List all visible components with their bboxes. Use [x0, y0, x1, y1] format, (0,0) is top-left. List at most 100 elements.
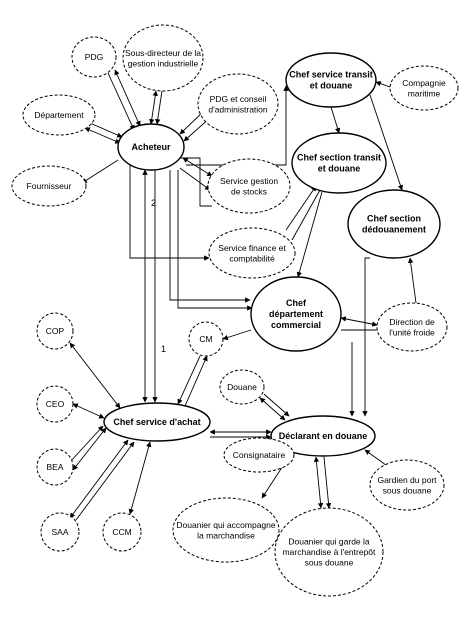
connector-arrow [222, 329, 252, 341]
node-ellipse [389, 65, 459, 111]
node-ellipse [22, 94, 96, 136]
node-label: dédouanement [362, 225, 426, 235]
connector-arrow [75, 441, 135, 521]
node-ellipse [172, 497, 280, 563]
node-douane: Douane [219, 369, 265, 405]
edges [69, 69, 417, 521]
node-label: Chef service d'achat [113, 417, 200, 427]
node-label: Déclarant en douane [279, 431, 368, 441]
node-consignataire: Consignataire [223, 437, 295, 473]
node-label: Acheteur [131, 142, 171, 152]
node-label: Direction de [389, 317, 435, 327]
connector-arrow [177, 355, 201, 405]
node-departement: Département [22, 94, 96, 136]
node-label: et douane [318, 164, 361, 174]
connector-arrow [177, 170, 253, 311]
connector-arrow [296, 191, 323, 278]
connector-arrow [69, 342, 121, 409]
node-direction-froide: Direction del'unité froide [376, 302, 448, 352]
node-ellipse [369, 459, 445, 511]
node-label: Département [34, 110, 84, 120]
connector-arrow [129, 164, 210, 261]
node-label: Service gestion [220, 176, 278, 186]
edge-labels: 2 1 [151, 198, 166, 354]
node-label: PDG [85, 52, 103, 62]
node-label: commercial [271, 320, 321, 330]
connector-arrow [81, 159, 119, 184]
node-label: Service finance et [218, 243, 286, 253]
edge-label-1: 1 [161, 344, 166, 354]
connector-arrow [89, 122, 123, 138]
node-label: maritime [408, 88, 441, 98]
connector-arrow [375, 81, 391, 88]
node-label: Fournisseur [27, 181, 72, 191]
node-label: gestion industrielle [128, 58, 199, 68]
node-ellipse [102, 512, 142, 552]
node-label: PDG et conseil [210, 94, 267, 104]
node-ellipse [188, 321, 224, 357]
node-label: Douanier qui accompagne [176, 520, 276, 530]
node-label: BEA [46, 462, 63, 472]
connector-arrow [362, 257, 370, 417]
node-label: Compagnie [402, 78, 446, 88]
node-ellipse [36, 448, 74, 486]
node-label: sous douane [383, 485, 432, 495]
connector-arrow [72, 427, 107, 471]
node-ellipse [103, 402, 211, 442]
node-label: CCM [112, 527, 131, 537]
node-cop: COP [36, 312, 74, 350]
connector-arrow [291, 189, 321, 241]
node-label: Consignataire [233, 450, 286, 460]
node-label: de stocks [231, 186, 267, 196]
node-ceo: CEO [36, 385, 74, 423]
node-label: l'unité froide [389, 327, 435, 337]
node-label: la marchandise [197, 530, 255, 540]
connector-arrow [69, 439, 129, 519]
connector-arrow [186, 85, 289, 166]
node-label: Gardien du port [377, 475, 437, 485]
node-ellipse [270, 415, 376, 457]
connector-arrow [168, 157, 212, 207]
node-label: Chef section [367, 214, 421, 224]
node-ellipse [117, 123, 185, 171]
node-label: comptabilité [229, 253, 275, 263]
connector-arrow [323, 456, 332, 509]
node-cm: CM [188, 321, 224, 357]
node-ellipse [197, 73, 279, 135]
connector-arrow [179, 167, 211, 191]
connector-arrow [263, 393, 290, 417]
node-declarant: Déclarant en douane [270, 415, 376, 457]
node-label: CEO [46, 399, 65, 409]
connector-arrow [313, 456, 324, 509]
connector-arrow [407, 257, 417, 304]
node-label: d'administration [208, 104, 268, 114]
node-ellipse [376, 302, 448, 352]
edge-label-2: 2 [151, 198, 156, 208]
node-ellipse [223, 437, 295, 473]
connector-arrow [128, 441, 152, 515]
node-ellipse [36, 385, 74, 423]
connector-arrow [285, 185, 317, 231]
node-label: Chef [286, 298, 307, 308]
connector-arrow [114, 69, 141, 127]
node-label: Chef service transit [289, 70, 373, 80]
connector-arrow [69, 425, 104, 463]
node-ellipse [71, 36, 117, 78]
node-ellipse [11, 165, 87, 207]
node-ellipse [347, 189, 441, 259]
node-label: sous douane [305, 558, 354, 568]
node-label: département [269, 309, 323, 319]
